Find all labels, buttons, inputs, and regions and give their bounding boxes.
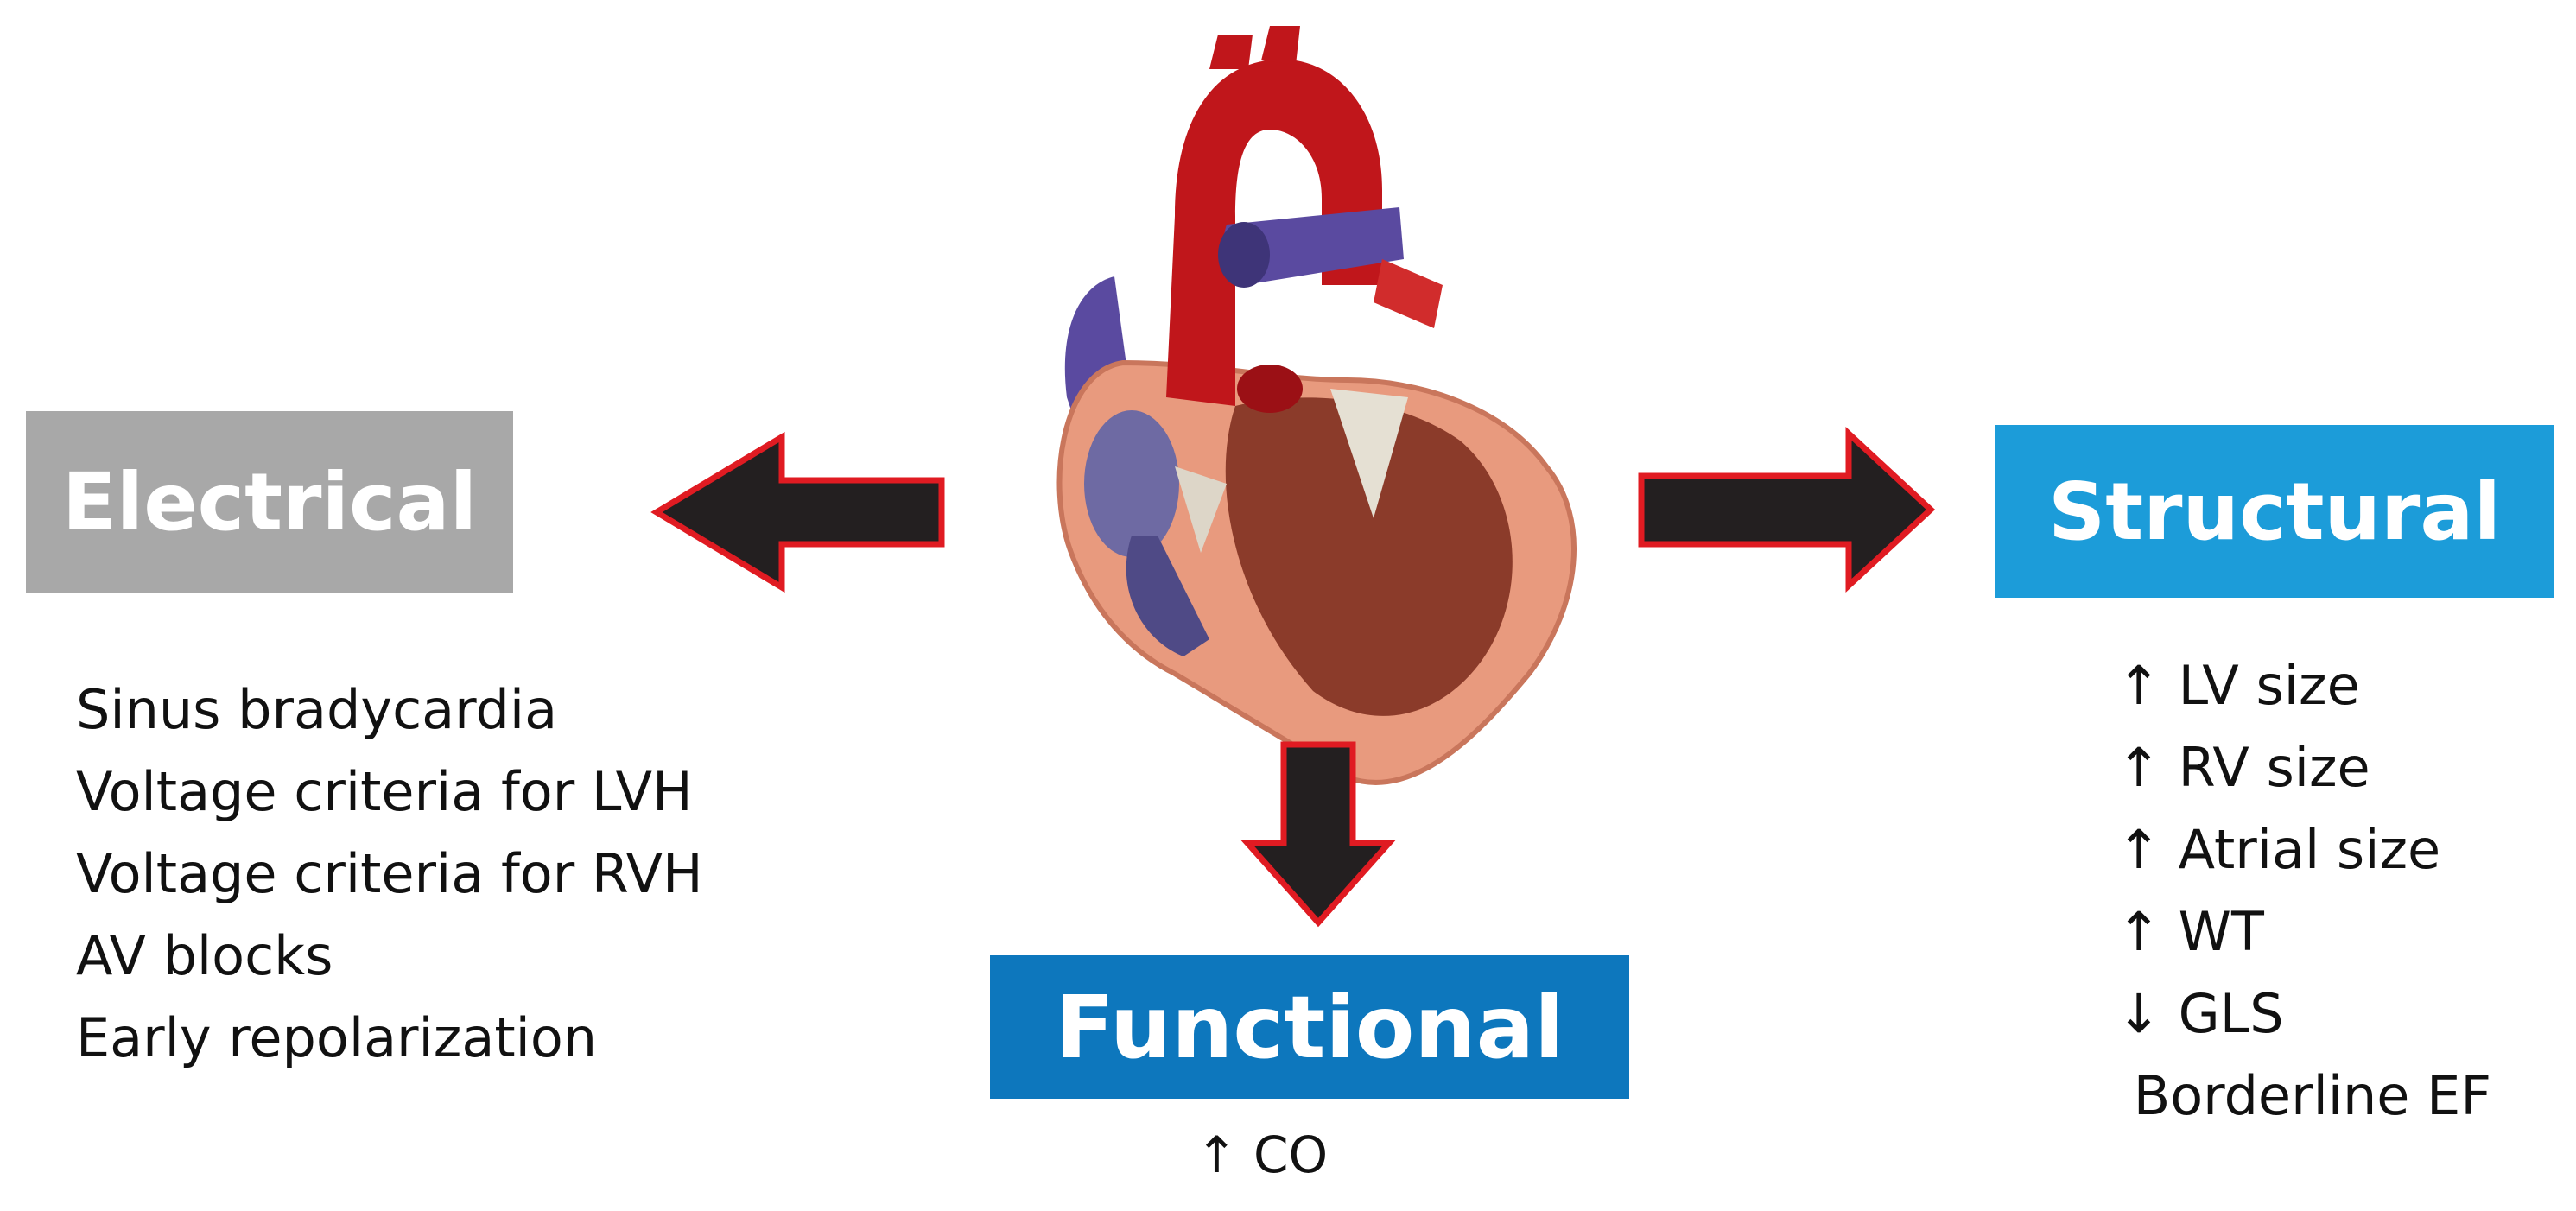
structural-item: ↑ LV size xyxy=(2116,654,2360,717)
structural-list: ↑ LV size ↑ RV size ↑ Atrial size ↑ WT ↓… xyxy=(2116,644,2491,1137)
electrical-item: AV blocks xyxy=(76,924,333,987)
structural-item: Borderline EF xyxy=(2116,1064,2491,1127)
electrical-item: Voltage criteria for LVH xyxy=(76,760,693,823)
structural-box: Structural xyxy=(1995,425,2554,598)
electrical-item: Sinus bradycardia xyxy=(76,678,558,741)
functional-box: Functional xyxy=(990,955,1629,1099)
structural-item: ↑ RV size xyxy=(2116,736,2370,799)
electrical-box: Electrical xyxy=(26,411,513,593)
electrical-item: Early repolarization xyxy=(76,1006,598,1069)
electrical-title: Electrical xyxy=(61,455,478,548)
structural-item: ↓ GLS xyxy=(2116,982,2284,1045)
structural-item: ↑ WT xyxy=(2116,900,2264,963)
electrical-list: Sinus bradycardia Voltage criteria for L… xyxy=(76,669,703,1079)
heart-cross-section-icon xyxy=(1056,26,1577,785)
functional-list: ↑ CO xyxy=(1196,1116,1328,1194)
arrow-down-icon xyxy=(1240,741,1396,928)
electrical-item: Voltage criteria for RVH xyxy=(76,842,703,905)
arrow-right-icon xyxy=(1638,426,1936,593)
functional-title: Functional xyxy=(1055,976,1564,1078)
structural-title: Structural xyxy=(2047,465,2502,558)
functional-item: ↑ CO xyxy=(1196,1125,1329,1184)
structural-item: ↑ Atrial size xyxy=(2116,818,2441,881)
arrow-left-icon xyxy=(650,431,945,593)
